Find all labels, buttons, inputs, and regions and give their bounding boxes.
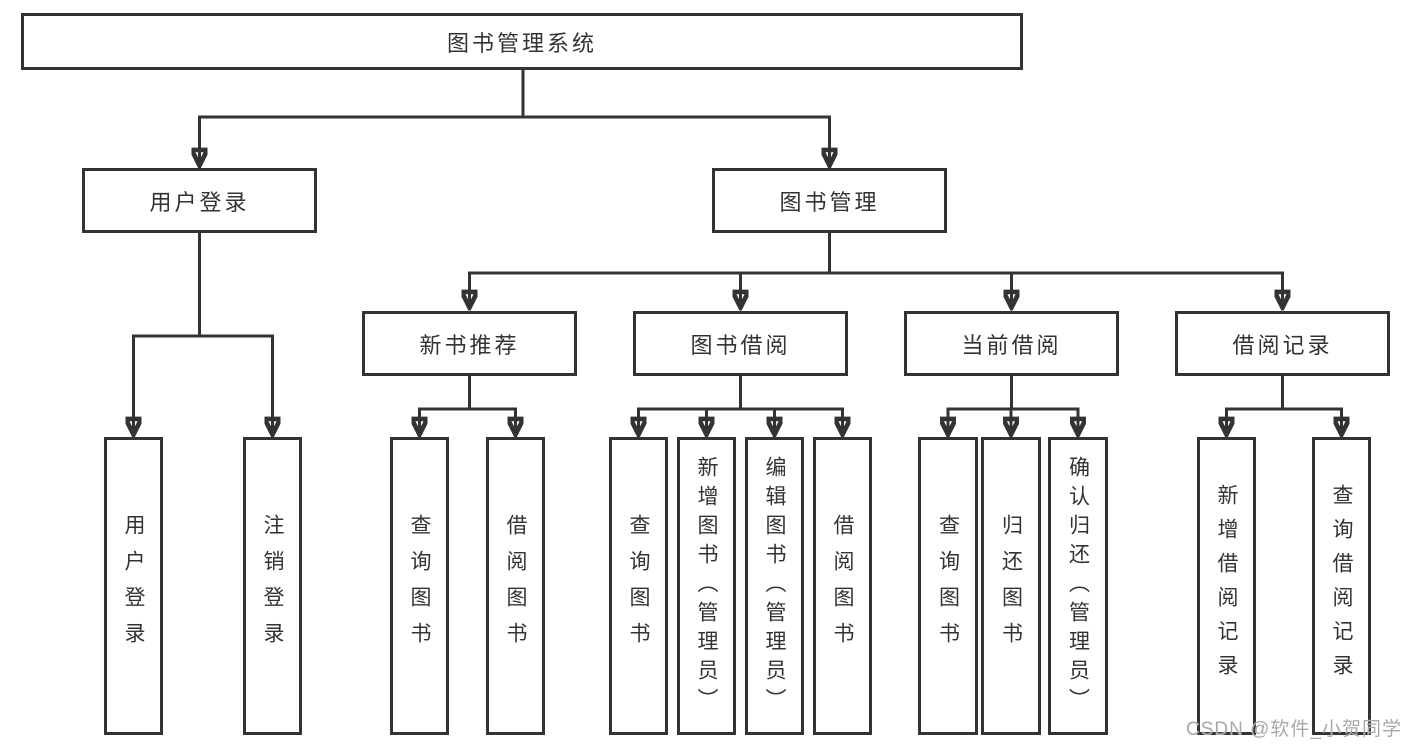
edge-book-management-to-current — [828, 233, 1012, 306]
edge-book-management-to-borrowing — [741, 233, 831, 306]
node-book-management: 图书管理 — [712, 168, 947, 233]
csdn-watermark: CSDN @软件_小贺同学 — [1186, 719, 1402, 740]
edge-user-login-to-leaf-login — [134, 233, 201, 433]
edge-borrowing-to-query — [639, 376, 742, 433]
node-user-login: 用户登录 — [82, 168, 317, 233]
node-borrowing-records: 借阅记录 — [1175, 311, 1390, 376]
edge-new-book-to-borrow — [468, 376, 516, 433]
leaf-query-books-current: 查询图书 — [918, 437, 978, 735]
leaf-edit-book-admin: 编辑图书（管理员） — [745, 437, 804, 735]
node-current-borrowing: 当前借阅 — [904, 311, 1119, 376]
leaf-query-books-borrowing: 查询图书 — [609, 437, 668, 735]
leaf-query-borrow-record: 查询借阅记录 — [1312, 437, 1371, 735]
edge-new-book-to-query — [420, 376, 471, 433]
node-book-borrowing: 图书借阅 — [633, 311, 848, 376]
leaf-confirm-return-admin: 确认归还（管理员） — [1048, 437, 1108, 735]
leaf-borrow-books-recommend: 借阅图书 — [486, 437, 545, 735]
leaf-add-borrow-record: 新增借阅记录 — [1197, 437, 1256, 735]
leaf-logout: 注销登录 — [243, 437, 302, 735]
edge-root-to-user-login — [200, 70, 525, 164]
edge-book-management-to-records — [828, 233, 1283, 306]
edge-root-to-book-management — [521, 70, 830, 164]
leaf-add-book-admin: 新增图书（管理员） — [677, 437, 736, 735]
leaf-borrow-books-borrowing: 借阅图书 — [813, 437, 872, 735]
edge-records-to-query-record — [1281, 376, 1342, 433]
edge-borrowing-to-edit-admin — [739, 376, 775, 433]
leaf-return-book: 归还图书 — [981, 437, 1041, 735]
edge-borrowing-to-borrow — [739, 376, 843, 433]
node-root-system: 图书管理系统 — [21, 13, 1023, 70]
edge-borrowing-to-add-admin — [707, 376, 742, 433]
leaf-user-login: 用户登录 — [104, 437, 163, 735]
edge-current-to-query — [948, 376, 1013, 433]
edge-book-management-to-new-book — [470, 233, 831, 306]
edge-user-login-to-leaf-logout — [198, 233, 273, 433]
node-new-book-recommend: 新书推荐 — [362, 311, 577, 376]
edge-records-to-add-record — [1227, 376, 1284, 433]
edge-current-to-confirm-admin — [1010, 376, 1079, 433]
leaf-query-books-recommend: 查询图书 — [390, 437, 449, 735]
